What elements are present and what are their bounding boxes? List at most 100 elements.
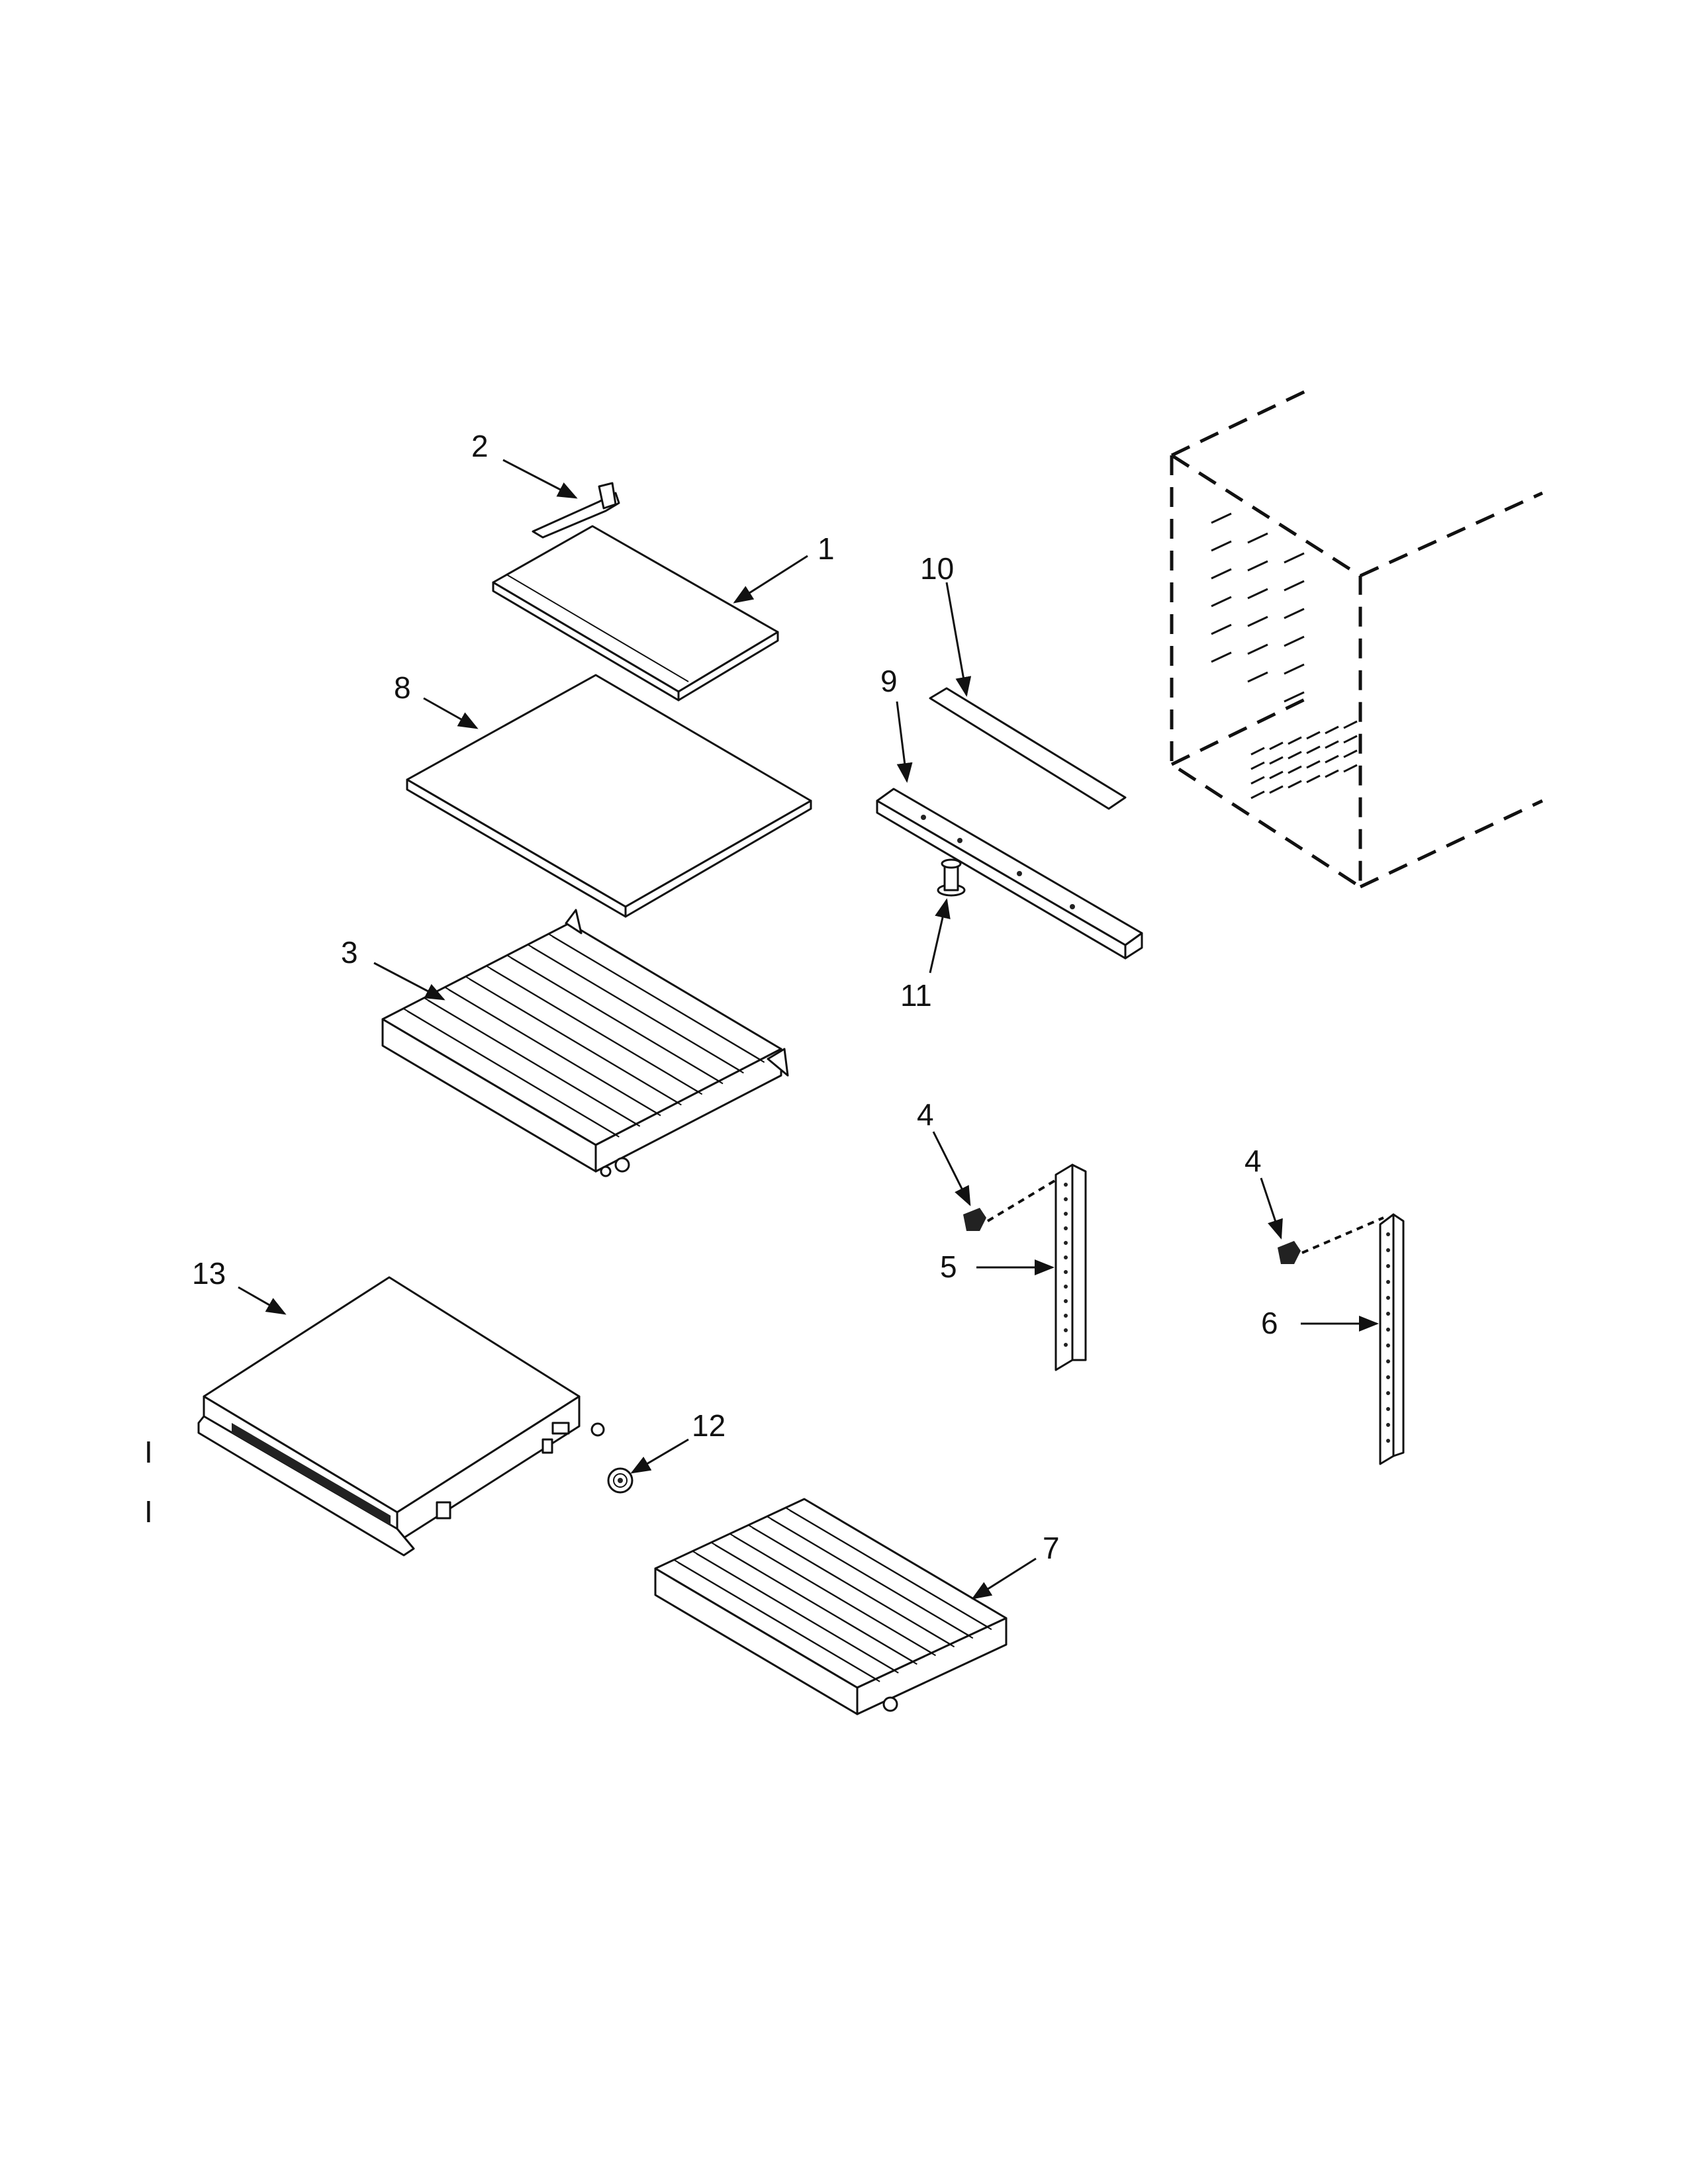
drawing-stroke [1288,751,1302,760]
rail-hole [1064,1183,1068,1187]
rail-hole [1064,1285,1068,1289]
callout-5: 5 [940,1250,957,1284]
rail-hole [1386,1280,1390,1284]
rail-hole [1386,1391,1390,1395]
drawing-stroke [1284,580,1305,592]
drawing-stroke [1247,643,1268,655]
callout-4-a: 4 [917,1097,934,1132]
drawing-stroke [1325,725,1339,735]
drawing-stroke [1247,588,1268,600]
drawing-stroke [1250,790,1265,799]
margin-mark-2: I [144,1494,153,1529]
drawing-stroke [1269,785,1284,794]
drawing-stroke [1325,754,1339,764]
part-9-bracket [876,788,1143,960]
drawing-stroke [1247,532,1268,544]
drawing-stroke [1247,615,1268,627]
drawing-stroke [490,968,703,1095]
callout-10: 10 [920,551,954,586]
rail-hole [1386,1296,1390,1300]
rail-hole [1386,1264,1390,1268]
leader-lines [238,459,1379,1600]
rail-hole [1386,1343,1390,1347]
drawing-stroke [1250,776,1265,785]
callout-7: 7 [1043,1531,1060,1565]
part-10-strip [929,687,1127,810]
drawing-stroke [1269,756,1284,765]
drawing-stroke [1306,745,1321,754]
drawing-stroke [1325,769,1339,778]
drawing-stroke [696,1553,899,1674]
drawing-stroke [752,1527,955,1648]
rail-hole [1064,1314,1068,1318]
drawing-stroke [771,1518,974,1639]
rail-hole [1386,1439,1390,1443]
drawing-stroke [1211,596,1232,608]
part-11-pin [937,858,966,897]
callout-6: 6 [1261,1306,1278,1340]
drawing-stroke [1269,741,1284,751]
drawing-stroke [677,1562,880,1682]
callout-12: 12 [692,1408,726,1443]
rail-hole [1064,1226,1068,1230]
drawing-stroke [1343,720,1358,729]
drawing-stroke [1306,760,1321,769]
callout-13: 13 [192,1256,226,1291]
drawing-stroke [1211,568,1232,580]
part-2-clip [532,482,620,539]
callout-labels: 2 1 8 3 13 12 7 10 9 11 4 5 4 6 I I [144,429,1278,1565]
drawing-stroke [1306,774,1321,784]
callout-8: 8 [394,670,411,705]
rail-hole [1386,1312,1390,1316]
drawing-stroke [1247,560,1268,572]
drawing-stroke [1247,671,1268,683]
part-13-drawer [197,1276,605,1557]
drawing-stroke [1288,736,1302,745]
part-5-rail [1055,1163,1087,1371]
drawing-stroke [1284,691,1305,703]
rail-hole [1064,1343,1068,1347]
drawing-stroke [1306,731,1321,740]
drawing-stroke [733,1535,937,1657]
part-6-rail [1379,1213,1405,1465]
rail-hole [1386,1232,1390,1236]
drawing-stroke [469,978,682,1106]
cabinet-outline [1170,385,1544,890]
callout-4-b: 4 [1244,1144,1262,1178]
rail-hole [1064,1212,1068,1216]
callout-11: 11 [900,978,932,1013]
rail-hole [1386,1248,1390,1252]
drawing-stroke [1250,761,1265,770]
drawing-stroke [1284,635,1305,647]
drawing-stroke [714,1544,917,1665]
drawing-stroke [1211,540,1232,552]
drawing-stroke [789,1510,992,1630]
part-4-screw-a [963,1177,1060,1231]
rail-hole [1064,1241,1068,1245]
part-12-knob [607,1467,633,1494]
part-3-wine-rack [381,909,789,1177]
part-7-wine-rack [654,1498,1008,1715]
rail-hole [1386,1375,1390,1379]
margin-mark-1: I [144,1435,153,1469]
part-4-screw-b [1278,1216,1384,1264]
drawing-stroke [1211,512,1232,524]
drawing-stroke [428,999,641,1127]
drawing-stroke [1211,651,1232,663]
drawing-stroke [1211,623,1232,635]
drawing-stroke [552,936,765,1063]
rail-hole [1064,1197,1068,1201]
rail-hole [1064,1328,1068,1332]
drawing-stroke [1343,735,1358,744]
drawing-stroke [1343,749,1358,758]
rail-hole [1386,1359,1390,1363]
callout-9: 9 [880,664,898,698]
rail-hole [1064,1255,1068,1259]
part-8-glass-shelf [406,674,812,918]
drawing-stroke [1284,608,1305,619]
drawing-stroke [1284,663,1305,675]
rail-hole [1064,1270,1068,1274]
rail-hole [1386,1423,1390,1427]
drawing-stroke [1343,764,1358,773]
